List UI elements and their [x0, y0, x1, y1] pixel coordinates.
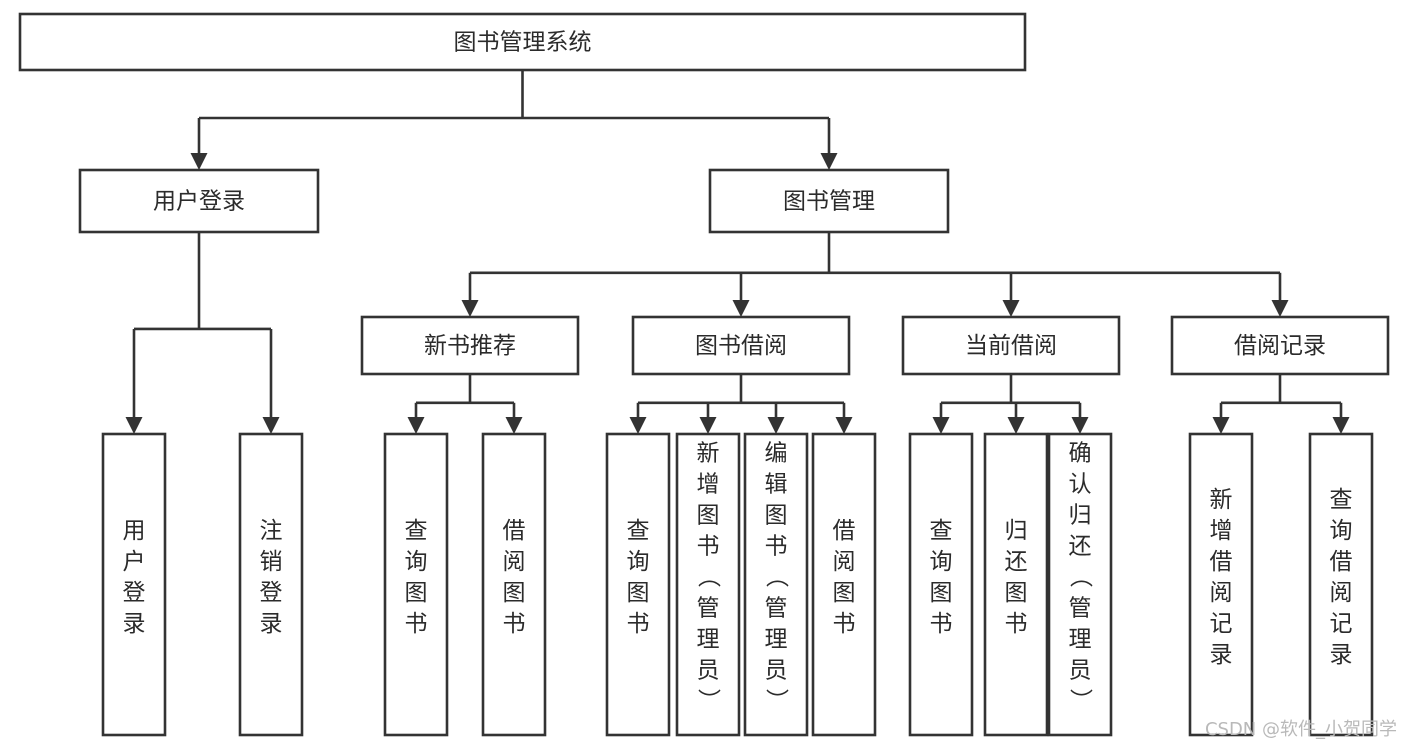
- node-box-book-borrow: [631, 315, 851, 376]
- edge-book-borrow-to-leaf-query-book-2: [629, 402, 647, 434]
- node-box-leaf-user-login: [101, 432, 167, 737]
- connectors-layer: [125, 70, 1350, 434]
- node-box-book-manage: [708, 168, 950, 234]
- edge-book-borrow-to-leaf-borrow-book-2: [835, 402, 853, 434]
- node-leaf-confirm-return[interactable]: 确认归还（管理员）: [1047, 432, 1113, 737]
- node-book-borrow[interactable]: 图书借阅: [631, 315, 851, 376]
- edge-user-login-to-leaf-user-logout: [262, 328, 280, 434]
- edge-borrow-record-to-leaf-query-borrow-record: [1332, 402, 1350, 434]
- node-label-leaf-query-borrow-record: 查询借阅记录: [1330, 487, 1353, 668]
- node-leaf-query-borrow-record[interactable]: 查询借阅记录: [1308, 432, 1374, 737]
- node-box-current-borrow: [901, 315, 1121, 376]
- node-leaf-return-book[interactable]: 归还图书: [983, 432, 1049, 737]
- node-new-book-recommend[interactable]: 新书推荐: [360, 315, 580, 376]
- node-label-leaf-return-book: 归还图书: [1005, 518, 1028, 637]
- node-leaf-borrow-book-1[interactable]: 借阅图书: [481, 432, 547, 737]
- node-label-current-borrow: 当前借阅: [965, 333, 1057, 359]
- node-label-leaf-borrow-book-2: 借阅图书: [833, 518, 856, 637]
- node-box-leaf-borrow-book-1: [481, 432, 547, 737]
- node-leaf-add-book[interactable]: 新增图书（管理员）: [675, 432, 741, 737]
- edge-group-from-borrow-record: [1212, 374, 1350, 434]
- node-leaf-edit-book[interactable]: 编辑图书（管理员）: [743, 432, 809, 737]
- node-box-leaf-query-book-3: [908, 432, 974, 737]
- edge-group-from-book-borrow: [629, 374, 853, 434]
- node-label-leaf-edit-book: 编辑图书（管理员）: [765, 441, 790, 715]
- node-box-leaf-add-book: [675, 432, 741, 737]
- node-label-leaf-confirm-return: 确认归还（管理员）: [1069, 441, 1094, 715]
- nodes-layer: 图书管理系统用户登录图书管理新书推荐图书借阅当前借阅借阅记录用户登录注销登录查询…: [18, 12, 1390, 737]
- node-label-leaf-user-login: 用户登录: [123, 518, 146, 637]
- edge-current-borrow-to-leaf-return-book: [1007, 402, 1025, 434]
- edge-book-manage-to-new-book-recommend: [461, 272, 479, 317]
- node-box-leaf-confirm-return: [1047, 432, 1113, 737]
- node-box-leaf-user-logout: [238, 432, 304, 737]
- node-box-leaf-query-book-1: [383, 432, 449, 737]
- node-label-leaf-user-logout: 注销登录: [260, 518, 283, 637]
- node-label-book-borrow: 图书借阅: [695, 333, 787, 359]
- node-box-new-book-recommend: [360, 315, 580, 376]
- node-label-leaf-add-borrow-record: 新增借阅记录: [1210, 487, 1233, 668]
- node-label-book-manage: 图书管理: [783, 189, 875, 215]
- node-box-leaf-query-borrow-record: [1308, 432, 1374, 737]
- edge-root-to-user-login: [190, 118, 208, 170]
- node-root[interactable]: 图书管理系统: [18, 12, 1027, 72]
- node-label-leaf-query-book-1: 查询图书: [405, 518, 428, 637]
- node-box-leaf-add-borrow-record: [1188, 432, 1254, 737]
- node-leaf-borrow-book-2[interactable]: 借阅图书: [811, 432, 877, 737]
- node-label-leaf-query-book-2: 查询图书: [627, 518, 650, 637]
- edge-borrow-record-to-leaf-add-borrow-record: [1212, 402, 1230, 434]
- node-box-user-login: [78, 168, 320, 234]
- node-leaf-query-book-3[interactable]: 查询图书: [908, 432, 974, 737]
- node-leaf-add-borrow-record[interactable]: 新增借阅记录: [1188, 432, 1254, 737]
- edge-group-from-book-manage: [461, 232, 1289, 317]
- edge-book-borrow-to-leaf-edit-book: [767, 402, 785, 434]
- node-box-leaf-query-book-2: [605, 432, 671, 737]
- edge-root-to-book-manage: [820, 118, 838, 170]
- node-box-root: [18, 12, 1027, 72]
- node-box-leaf-edit-book: [743, 432, 809, 737]
- node-box-borrow-record: [1170, 315, 1390, 376]
- edge-book-borrow-to-leaf-add-book: [699, 402, 717, 434]
- edge-user-login-to-leaf-user-login: [125, 328, 143, 434]
- node-leaf-query-book-2[interactable]: 查询图书: [605, 432, 671, 737]
- edge-book-manage-to-current-borrow: [1002, 272, 1020, 317]
- node-leaf-query-book-1[interactable]: 查询图书: [383, 432, 449, 737]
- node-label-leaf-add-book: 新增图书（管理员）: [697, 441, 722, 715]
- node-current-borrow[interactable]: 当前借阅: [901, 315, 1121, 376]
- node-label-leaf-borrow-book-1: 借阅图书: [503, 518, 526, 637]
- edge-new-book-recommend-to-leaf-borrow-book-1: [505, 402, 523, 434]
- node-box-leaf-borrow-book-2: [811, 432, 877, 737]
- node-borrow-record[interactable]: 借阅记录: [1170, 315, 1390, 376]
- edge-book-manage-to-borrow-record: [1271, 272, 1289, 317]
- node-label-new-book-recommend: 新书推荐: [424, 333, 516, 359]
- edge-new-book-recommend-to-leaf-query-book-1: [407, 402, 425, 434]
- node-label-user-login: 用户登录: [153, 189, 245, 215]
- edge-book-manage-to-book-borrow: [732, 272, 750, 317]
- node-label-leaf-query-book-3: 查询图书: [930, 518, 953, 637]
- node-label-borrow-record: 借阅记录: [1234, 333, 1326, 359]
- edge-group-from-current-borrow: [932, 374, 1089, 434]
- node-leaf-user-logout[interactable]: 注销登录: [238, 432, 304, 737]
- node-label-root: 图书管理系统: [454, 30, 592, 56]
- node-leaf-user-login[interactable]: 用户登录: [101, 432, 167, 737]
- edge-current-borrow-to-leaf-confirm-return: [1071, 402, 1089, 434]
- edge-group-from-user-login: [125, 232, 280, 434]
- node-user-login[interactable]: 用户登录: [78, 168, 320, 234]
- node-box-leaf-return-book: [983, 432, 1049, 737]
- edge-current-borrow-to-leaf-query-book-3: [932, 402, 950, 434]
- edge-group-from-new-book-recommend: [407, 374, 523, 434]
- edge-group-from-root: [190, 70, 838, 170]
- node-book-manage[interactable]: 图书管理: [708, 168, 950, 234]
